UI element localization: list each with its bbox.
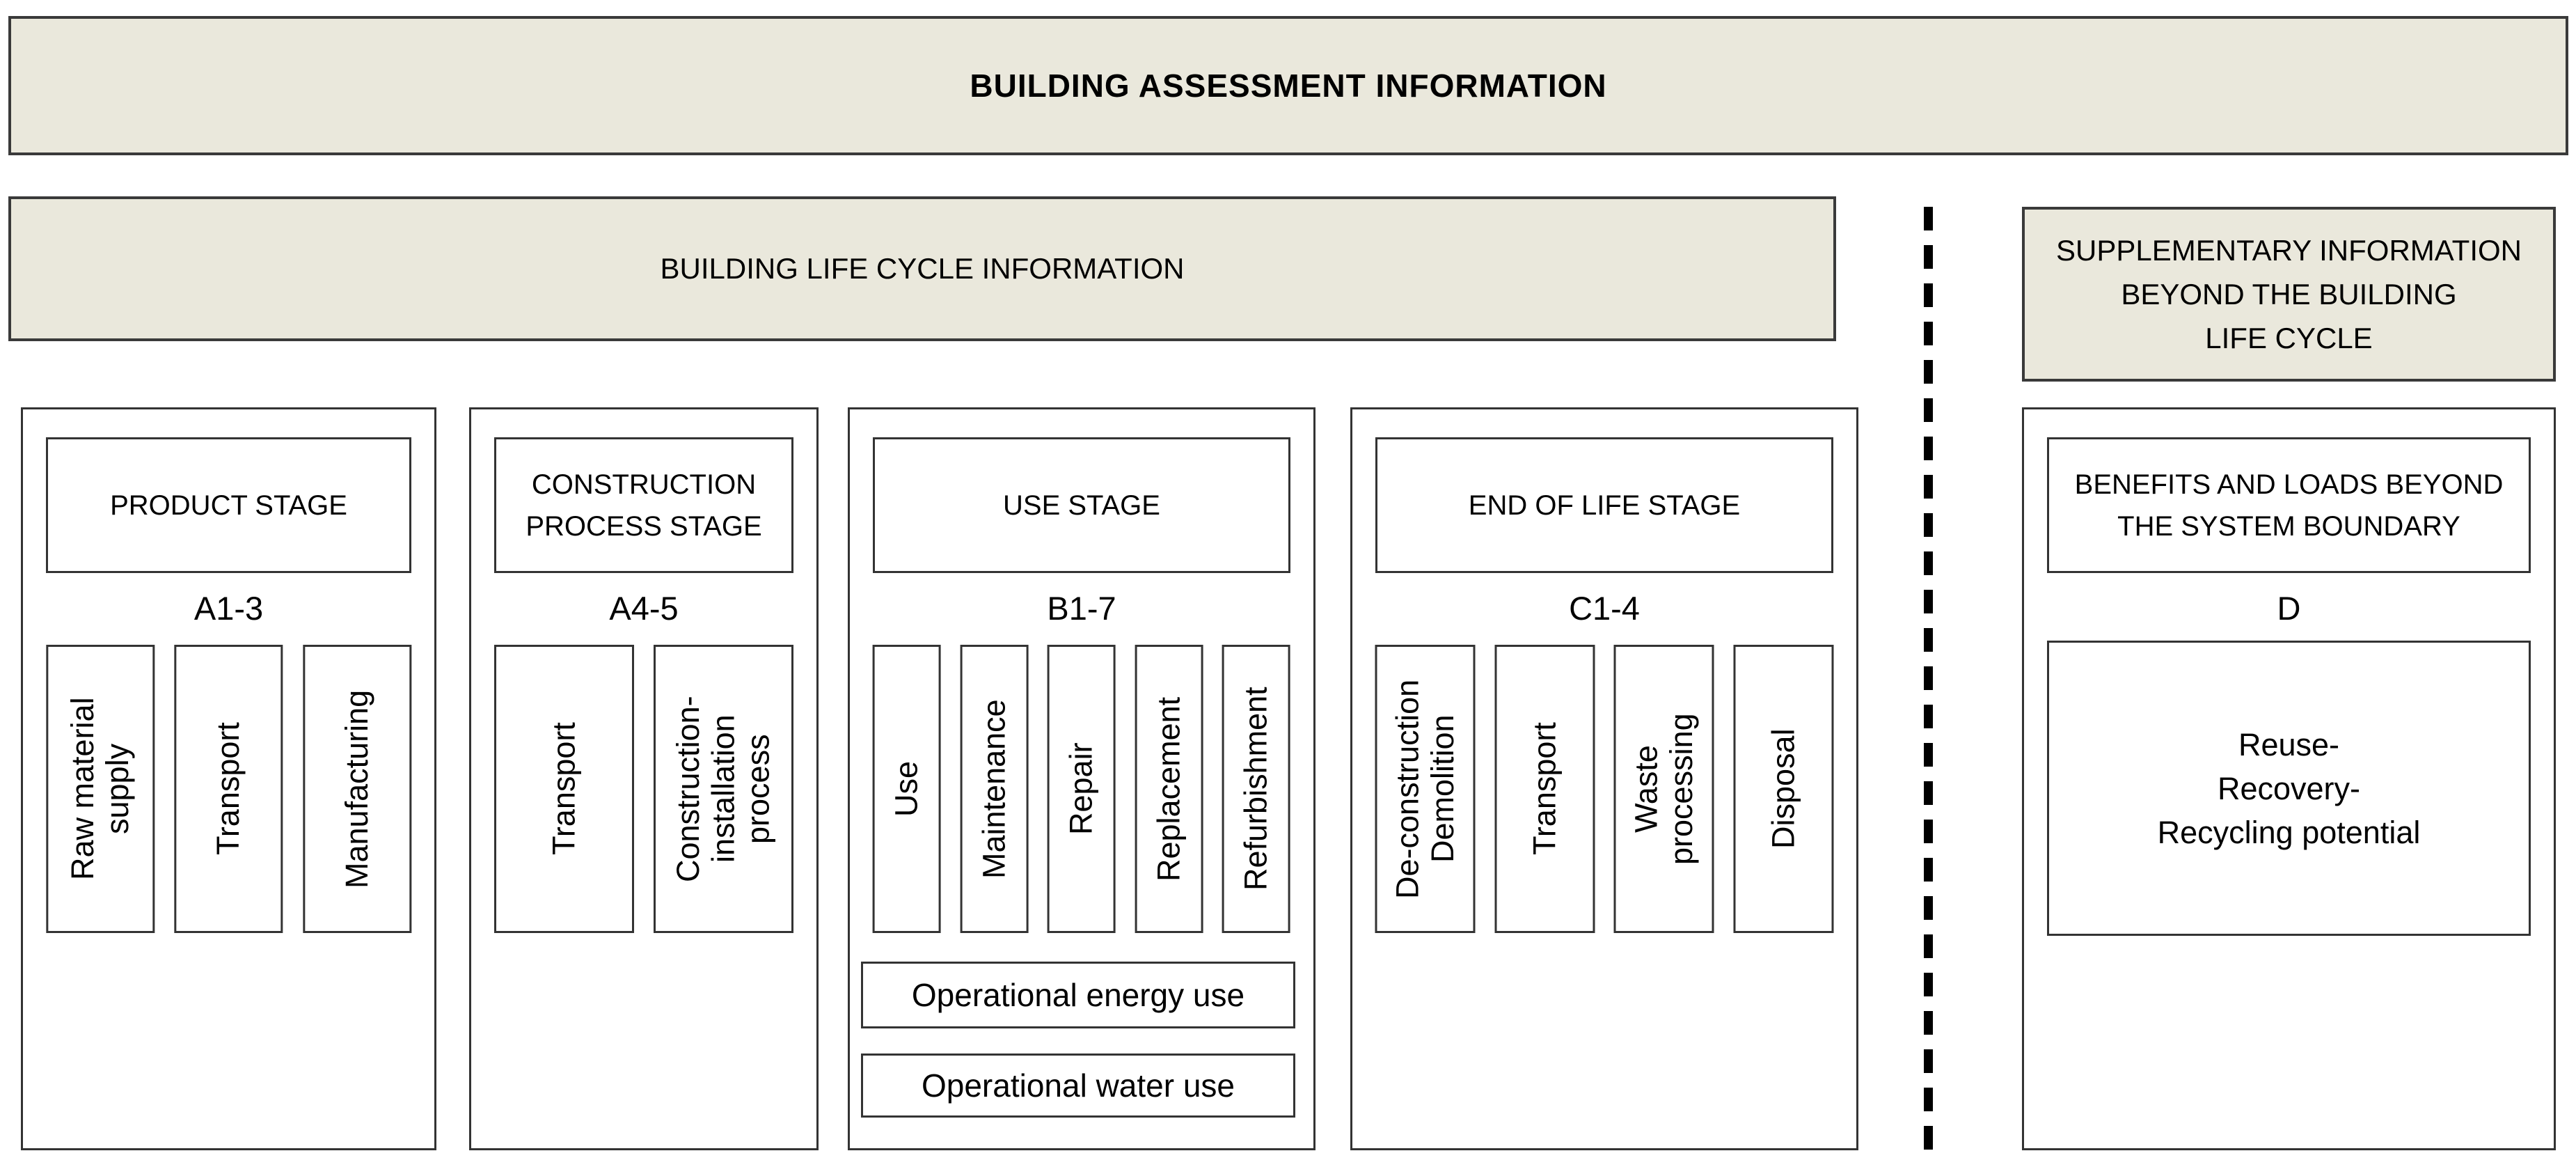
module-repair: Repair [1048,645,1116,933]
module-transport-a4: Transport [494,645,634,933]
module-disposal: Disposal [1733,645,1833,933]
module-raw-material-supply: Raw material supply [46,645,155,933]
operational-energy-use-box: Operational energy use [861,962,1295,1028]
building-life-cycle-title: BUILDING LIFE CYCLE INFORMATION [660,252,1185,285]
building-life-cycle-header: BUILDING LIFE CYCLE INFORMATION [8,196,1836,341]
reuse-recovery-recycling-box: Reuse- Recovery- Recycling potential [2047,641,2531,936]
stage-code-a1-3: A1-3 [193,590,264,627]
operational-water-use-box: Operational water use [861,1054,1295,1118]
stage-title-end-of-life: END OF LIFE STAGE [1375,437,1833,573]
module-use: Use [873,645,941,933]
modules-end-of-life: De-construction Demolition Transport Was… [1375,645,1833,933]
stage-title-benefits: BENEFITS AND LOADS BEYOND THE SYSTEM BOU… [2047,437,2531,573]
stage-use: USE STAGE B1-7 Use Maintenance Repair Re… [848,407,1315,1150]
stage-title-use: USE STAGE [873,437,1290,573]
module-transport-c: Transport [1494,645,1595,933]
supplementary-info-header: SUPPLEMENTARY INFORMATION BEYOND THE BUI… [2022,207,2556,382]
module-waste-processing: Waste processing [1614,645,1714,933]
building-assessment-title: BUILDING ASSESSMENT INFORMATION [970,68,1607,104]
modules-use: Use Maintenance Repair Replacement Refur… [873,645,1290,933]
supplementary-info-title: SUPPLEMENTARY INFORMATION BEYOND THE BUI… [2056,234,2522,354]
stage-code-c1-4: C1-4 [1569,590,1640,627]
module-transport-a: Transport [174,645,283,933]
module-manufacturing: Manufacturing [302,645,411,933]
stage-code-a4-5: A4-5 [609,590,679,627]
modules-product: Raw material supply Transport Manufactur… [46,645,411,933]
system-boundary-divider [1924,207,1933,1154]
stage-title-product: PRODUCT STAGE [46,437,411,573]
module-construction-installation: Construction- installation process [654,645,793,933]
stage-end-of-life: END OF LIFE STAGE C1-4 De-construction D… [1350,407,1858,1150]
module-maintenance: Maintenance [960,645,1029,933]
stage-code-b1-7: B1-7 [1047,590,1116,627]
building-assessment-banner: BUILDING ASSESSMENT INFORMATION [8,16,2568,155]
module-refurbishment: Refurbishment [1222,645,1290,933]
module-deconstruction-demolition: De-construction Demolition [1375,645,1476,933]
modules-construction: Transport Construction- installation pro… [494,645,793,933]
stage-title-construction: CONSTRUCTION PROCESS STAGE [494,437,793,573]
stage-construction-process: CONSTRUCTION PROCESS STAGE A4-5 Transpor… [469,407,819,1150]
stage-benefits: BENEFITS AND LOADS BEYOND THE SYSTEM BOU… [2022,407,2556,1150]
module-replacement: Replacement [1135,645,1203,933]
stage-code-d: D [2277,590,2301,627]
stage-product: PRODUCT STAGE A1-3 Raw material supply T… [21,407,436,1150]
